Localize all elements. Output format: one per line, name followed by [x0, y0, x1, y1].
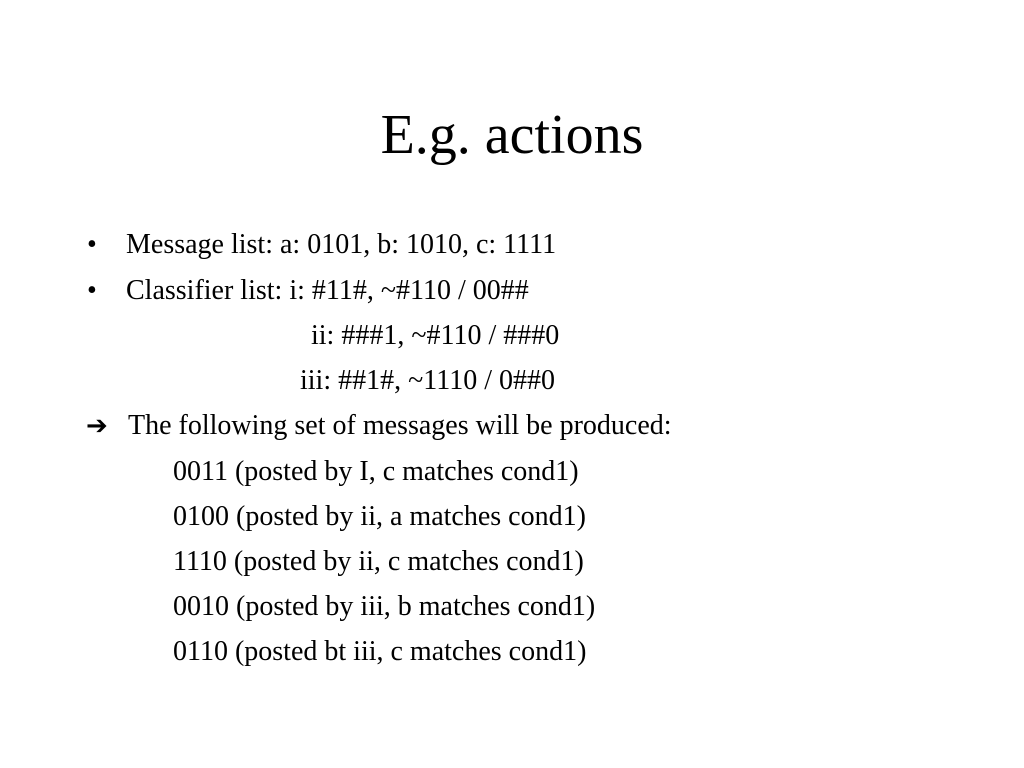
message-line: 0010 (posted by iii, b matches cond1)	[173, 591, 596, 622]
bullet-message-list: Message list: a: 0101, b: 1010, c: 1111	[126, 229, 557, 260]
slide-title: E.g. actions	[380, 104, 644, 166]
arrow-icon: ➔	[86, 411, 108, 441]
message-line: 0100 (posted by ii, a matches cond1)	[173, 501, 586, 532]
bullet-marker: •	[87, 229, 97, 260]
classifier-ii: ii: ###1, ~#110 / ###0	[311, 320, 560, 351]
bullet-marker: •	[87, 275, 97, 306]
message-line: 0011 (posted by I, c matches cond1)	[173, 456, 579, 487]
conclusion-text: The following set of messages will be pr…	[128, 410, 672, 441]
bullet-classifier-list: Classifier list: i: #11#, ~#110 / 00##	[126, 275, 529, 306]
classifier-iii: iii: ##1#, ~1110 / 0##0	[300, 365, 555, 396]
message-line: 1110 (posted by ii, c matches cond1)	[173, 546, 584, 577]
message-line: 0110 (posted bt iii, c matches cond1)	[173, 636, 587, 667]
